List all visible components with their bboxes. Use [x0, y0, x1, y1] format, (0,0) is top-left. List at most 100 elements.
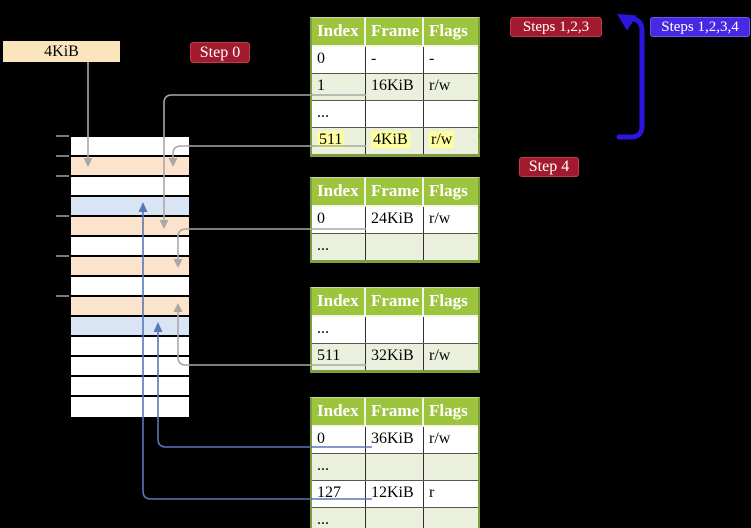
cell-flags: r/w — [424, 74, 478, 100]
physical-memory-column — [69, 135, 191, 419]
column-header-flags: Flags — [429, 181, 468, 200]
cell-flags — [424, 454, 478, 480]
cell-frame — [366, 101, 424, 127]
column-header-frame: Frame — [366, 178, 424, 205]
value: r/w — [429, 210, 451, 227]
address-tick — [56, 135, 70, 137]
cell-index: 0 — [312, 47, 366, 73]
value: r/w — [429, 430, 451, 447]
badge-steps-1-2-3-4: Steps 1,2,3,4 — [650, 17, 750, 37]
value: 0 — [317, 210, 325, 227]
memory-frame-row — [71, 317, 189, 337]
cell-index: 0 — [312, 427, 366, 453]
cell-index: 511 — [312, 128, 366, 154]
value: - — [371, 50, 377, 67]
cell-index: 1 — [312, 74, 366, 100]
value: r — [429, 484, 435, 501]
cell-flags: r — [424, 481, 478, 507]
value: r/w — [429, 347, 451, 364]
cell-flags: r/w — [424, 128, 478, 154]
cell-flags — [424, 317, 478, 343]
address-tick — [56, 175, 70, 177]
cell-frame: - — [366, 47, 424, 73]
value: - — [429, 50, 435, 67]
memory-frame-row — [71, 197, 189, 217]
cell-index: 0 — [312, 207, 366, 233]
cell-flags: - — [424, 47, 478, 73]
cell-frame — [366, 508, 424, 528]
value: r/w — [429, 77, 451, 94]
column-header-index: Index — [312, 398, 366, 425]
highlighted-value: r/w — [429, 131, 455, 148]
column-header-flags: Flags — [429, 21, 468, 40]
table-row: ... — [312, 234, 478, 260]
memory-frame-row — [71, 157, 189, 177]
memory-frame-row — [71, 277, 189, 297]
value: 1 — [317, 77, 325, 94]
value: 24KiB — [371, 210, 414, 227]
column-header-index: Index — [312, 18, 366, 45]
cell-frame: 36KiB — [366, 427, 424, 453]
arrow-steps-loop — [616, 16, 645, 140]
value: 511 — [317, 347, 341, 364]
cell-frame: 12KiB — [366, 481, 424, 507]
value: 12KiB — [371, 484, 414, 501]
cell-frame: 16KiB — [366, 74, 424, 100]
cell-flags — [424, 508, 478, 528]
value: ... — [317, 104, 329, 121]
table-row: 0 - - — [312, 47, 478, 74]
cell-frame: 24KiB — [366, 207, 424, 233]
badge-step-4: Step 4 — [519, 157, 579, 177]
memory-frame-row — [71, 337, 189, 357]
table-row: ... — [312, 508, 478, 528]
value: ... — [317, 457, 329, 474]
loop-tail-line — [488, 135, 620, 138]
cell-flags: r/w — [424, 207, 478, 233]
table-row: ... — [312, 454, 478, 481]
table-row: ... — [312, 317, 478, 344]
value: 0 — [317, 50, 325, 67]
value: 32KiB — [371, 347, 414, 364]
cell-frame — [366, 234, 424, 260]
page-size-label: 4KiB — [3, 41, 120, 62]
value: 16KiB — [371, 77, 414, 94]
memory-frame-row — [71, 217, 189, 237]
cell-index: ... — [312, 101, 366, 127]
address-tick — [56, 155, 70, 157]
cell-frame: 32KiB — [366, 344, 424, 370]
address-tick — [56, 215, 70, 217]
cell-flags — [424, 101, 478, 127]
column-header-index: Index — [312, 178, 366, 205]
value: ... — [317, 237, 329, 254]
column-header-frame: Frame — [366, 288, 424, 315]
memory-frame-row — [71, 177, 189, 197]
table-row: 0 24KiB r/w — [312, 207, 478, 234]
cell-index: ... — [312, 234, 366, 260]
highlighted-value: 4KiB — [371, 131, 410, 148]
memory-frame-row — [71, 257, 189, 277]
memory-frame-row — [71, 297, 189, 317]
memory-frame-row — [71, 377, 189, 397]
cell-frame — [366, 454, 424, 480]
column-header-flags: Flags — [429, 291, 468, 310]
column-header-index: Index — [312, 288, 366, 315]
cell-flags: r/w — [424, 344, 478, 370]
address-tick — [56, 255, 70, 257]
memory-frame-row — [71, 357, 189, 377]
cell-frame: 4KiB — [366, 128, 424, 154]
cell-flags: r/w — [424, 427, 478, 453]
highlighted-value: 511 — [317, 131, 345, 148]
cell-index: ... — [312, 508, 366, 528]
badge-step-0: Step 0 — [190, 42, 250, 63]
value: ... — [317, 320, 329, 337]
